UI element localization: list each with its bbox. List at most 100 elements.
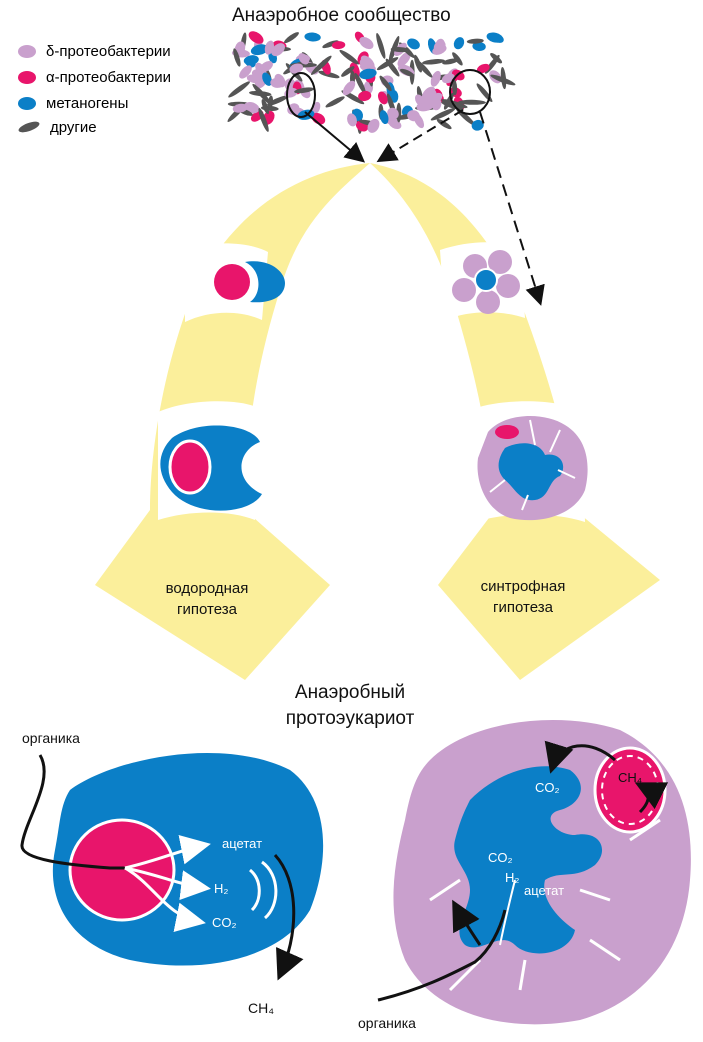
community-cell [318,70,340,79]
community-cell [430,108,456,121]
hydrogen-hypothesis-line1: водородная [165,580,249,597]
community-cell [431,97,442,111]
ch4-label: CH₄ [248,1000,274,1016]
legend-label: другие [50,118,97,136]
community-cell [367,118,380,133]
community-cell [270,77,285,88]
community-cell [379,75,392,92]
community-cell [407,38,420,50]
right-input-label: органика [358,1015,416,1031]
hydrogen-stage-1 [214,261,285,303]
community-cell [360,55,375,69]
community-cell [232,103,248,113]
community-arrows [286,69,545,306]
community-cell [413,113,425,129]
community-cell [331,41,346,50]
community-cell [466,38,484,44]
hydrogen-stage-2 [160,425,262,511]
community-cell [298,53,309,65]
community-cell [458,99,486,105]
legend-item-alpha: α-протеобактерии [18,66,171,88]
community-cell [399,68,415,77]
community-cell [490,74,516,86]
community-cell [472,41,486,52]
community-cell [452,79,458,96]
methanogen-icon [18,96,36,110]
community-cell [385,58,400,77]
community-cell [294,87,314,94]
community-cell [258,107,269,132]
community-cell [248,31,264,44]
legend-item-delta: δ-протеобактерии [18,40,171,62]
legend-label: метаногены [46,94,129,112]
syntrophic-stage-2 [477,415,588,521]
community-cell [422,59,445,65]
acetate-label: ацетат [222,836,263,851]
community-cell [347,113,357,127]
community-cell [228,81,250,98]
community-cell [379,110,389,125]
community-cell [239,65,252,79]
community-cell [432,44,447,55]
community-cell [271,43,285,57]
community-cell [453,37,465,50]
title-protoeukaryote-line1: Анаэробный [294,682,406,703]
right-co2-top-label: CO₂ [535,780,560,795]
legend-item-others: другие [17,116,97,138]
community-cell [246,74,263,84]
community-cell [441,99,468,109]
community-cell [289,63,304,74]
community-cell [358,90,372,102]
community-cell [262,72,272,86]
left-input-label: органика [22,730,80,746]
delta-proteobacteria-icon [18,44,36,58]
community-cell [376,32,386,59]
community-cell [489,32,504,43]
community-cell [354,72,366,95]
legend-label: α-протеобактерии [46,68,171,86]
title-protoeukaryote-line2: протоэукариот [285,708,415,729]
community-cell [342,80,356,96]
community-cell [325,96,345,108]
community-cell [436,119,452,130]
community-cell [304,32,321,42]
legend-label: δ-протеобактерии [46,42,171,60]
right-protoeukaryote [377,720,691,1025]
community-cell [250,44,269,56]
community-cell [471,119,484,131]
alpha-proteobacteria-icon [18,70,36,84]
community-cell [390,47,410,53]
community-cell [249,90,272,97]
community-cell [284,32,299,44]
community-cell [359,36,374,50]
right-acetate-label: ацетат [524,883,565,898]
community-cell [310,55,332,75]
community-cell [243,55,259,66]
community-cell [421,86,436,101]
co2-label: CO₂ [212,915,237,930]
community-cell [259,61,273,72]
community-cell [339,49,359,65]
h2-label: H₂ [214,881,229,896]
title-anaerobic-community: Анаэробное сообщество [232,5,451,26]
community-cell [387,107,399,120]
community-cell [430,70,441,87]
right-co2-label: CO₂ [488,850,513,865]
right-ch4-label: CH₄ [618,770,643,785]
community-cell [287,103,300,115]
community-cell [341,66,355,77]
community-cell [442,58,459,65]
syntrophic-hypothesis-line2: гипотеза [493,599,553,616]
community-cell [476,63,490,74]
community-cell [397,51,411,67]
left-protoeukaryote [20,752,324,981]
community-cell [359,68,377,80]
right-h2-label: H₂ [505,870,520,885]
hydrogen-hypothesis-line2: гипотеза [177,601,237,618]
syntrophic-hypothesis-line1: синтрофная [480,578,566,595]
others-icon [17,119,41,135]
legend-item-methanogens: метаногены [18,92,128,114]
community-cell [233,48,241,67]
community-cell [261,99,269,115]
